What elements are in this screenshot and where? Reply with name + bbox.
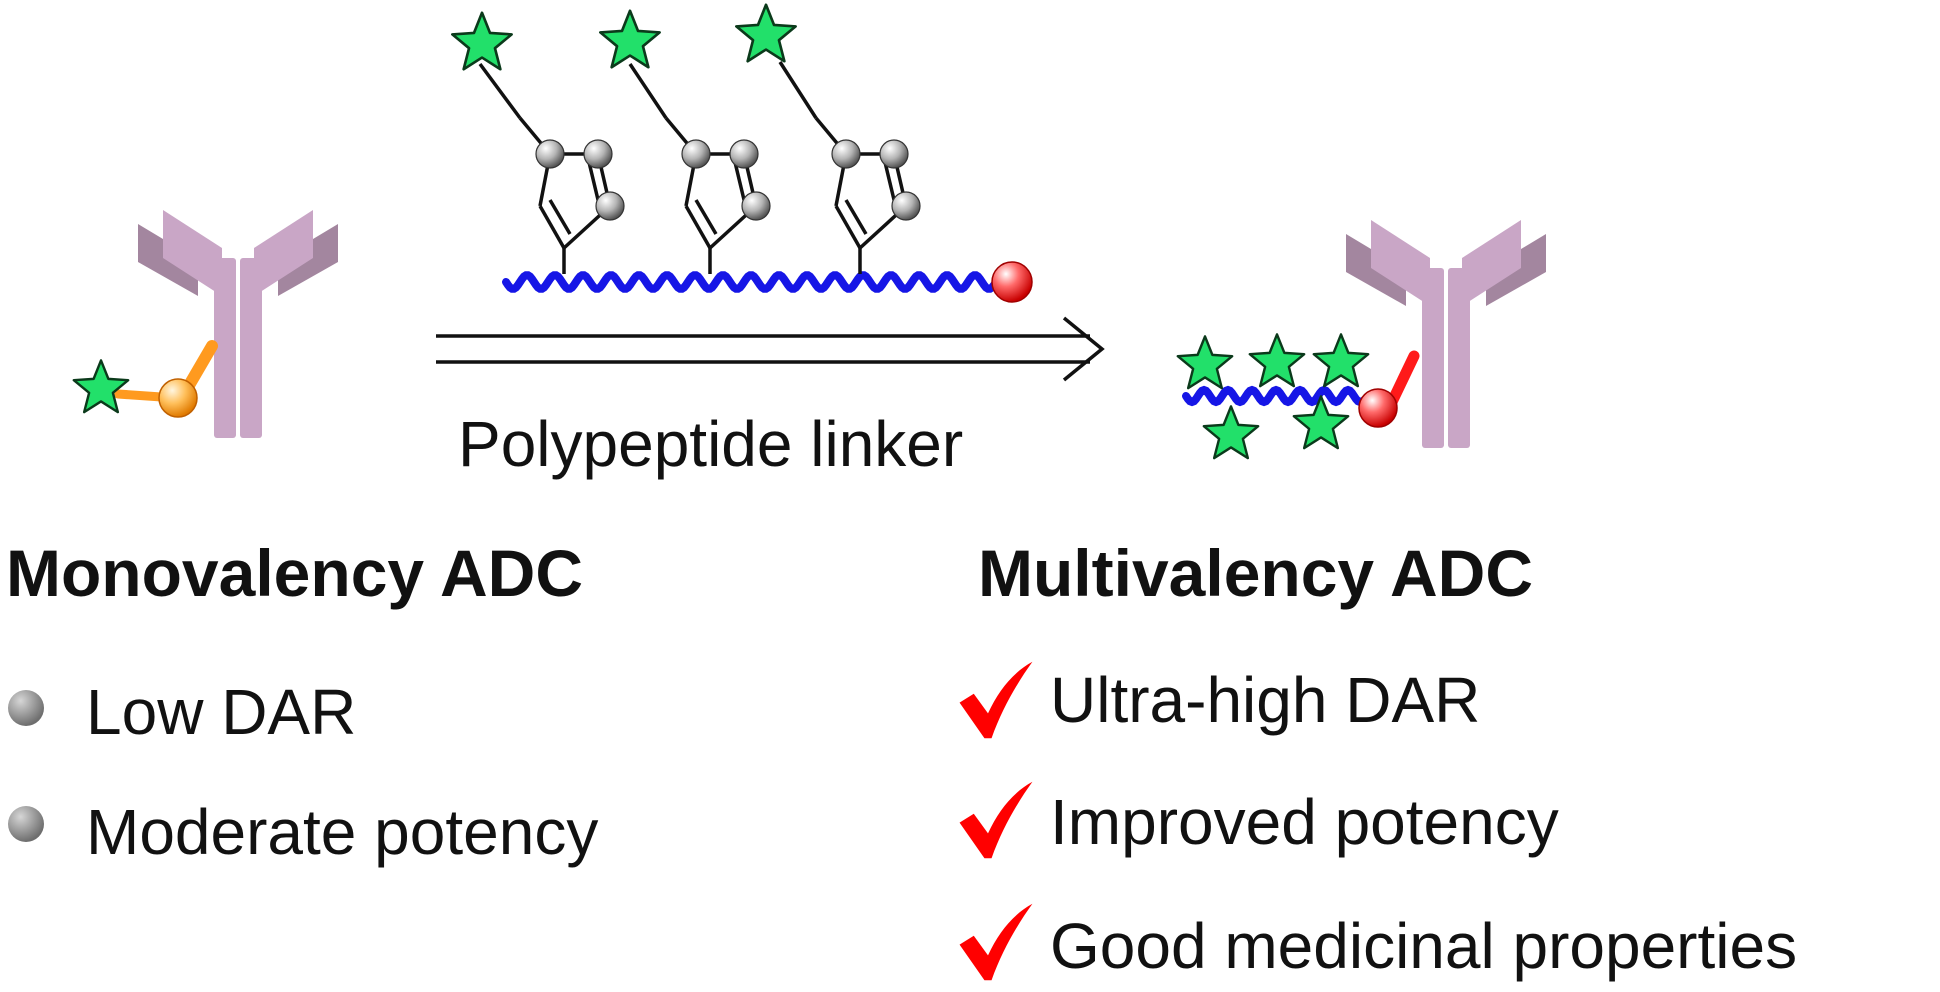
chain-end-node xyxy=(991,261,1033,303)
payload-star-icon xyxy=(1248,333,1306,388)
multi-feature-item: Improved potency xyxy=(1050,786,1559,858)
check-icon xyxy=(959,781,1033,859)
payload-star-icon xyxy=(1176,335,1234,390)
payload-tether xyxy=(478,62,522,120)
multi-antibody xyxy=(1176,220,1546,460)
multi-feature-item: Ultra-high DAR xyxy=(1050,664,1481,736)
multi-feature-item: Good medicinal properties xyxy=(1050,910,1798,982)
bullet-dot-icon xyxy=(8,806,44,842)
polypeptide-linker-label: Polypeptide linker xyxy=(458,408,964,480)
bullet-dot-icon xyxy=(8,690,44,726)
payload-star-icon xyxy=(1202,405,1260,460)
multi-linker-node xyxy=(1358,388,1398,428)
mono-linker-node xyxy=(158,378,198,418)
conjugation-site xyxy=(735,3,922,274)
payload-star-icon xyxy=(735,3,797,63)
mono-feature-item: Low DAR xyxy=(86,676,357,748)
monovalency-heading: Monovalency ADC xyxy=(6,536,583,610)
conjugation-site xyxy=(599,9,772,274)
polypeptide-reagent xyxy=(451,3,1033,303)
check-icon xyxy=(959,661,1033,739)
payload-tether xyxy=(628,63,668,119)
payload-star-icon xyxy=(451,11,513,71)
cyclopentadiene-icon xyxy=(664,116,772,274)
cyclopentadiene-icon xyxy=(518,116,626,274)
polypeptide-chain xyxy=(1182,385,1366,407)
mono-feature-item: Moderate potency xyxy=(86,796,599,868)
check-icon xyxy=(959,903,1033,981)
payload-star-icon xyxy=(1312,333,1370,388)
payload-tether xyxy=(778,61,818,119)
multivalency-heading: Multivalency ADC xyxy=(978,536,1534,610)
conjugation-site xyxy=(451,11,626,274)
double-arrow-icon xyxy=(436,316,1105,382)
multi-linker-arm xyxy=(1386,350,1420,408)
payload-star-icon xyxy=(72,359,130,414)
polypeptide-chain xyxy=(502,271,998,293)
payload-star-icon xyxy=(599,9,661,69)
cyclopentadiene-icon xyxy=(814,116,922,274)
mono-antibody xyxy=(72,210,338,438)
